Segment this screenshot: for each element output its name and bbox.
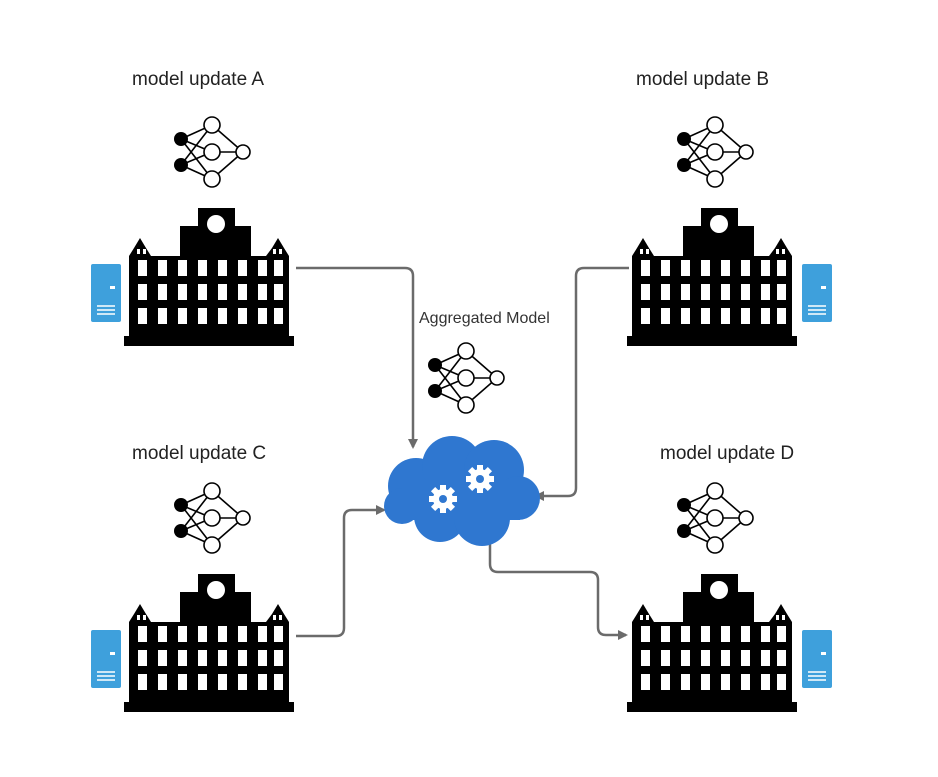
server-icon-d xyxy=(801,629,833,689)
label-aggregated-model: Aggregated Model xyxy=(419,310,550,327)
server-icon-b xyxy=(801,263,833,323)
server-icon-a xyxy=(90,263,122,323)
arrow-b-to-cloud xyxy=(534,266,629,501)
gear-icon-left xyxy=(429,485,457,513)
arrow-cloud-to-d xyxy=(488,540,628,640)
label-model-update-a: model update A xyxy=(132,69,265,90)
arrow-a-to-cloud xyxy=(296,266,418,449)
cloud-gears-icon xyxy=(384,436,540,546)
building-icon-b xyxy=(627,208,797,346)
label-model-update-d: model update D xyxy=(660,443,795,464)
server-icon-c xyxy=(90,629,122,689)
neural-network-icon-a xyxy=(173,116,251,188)
neural-network-icon-d xyxy=(676,482,754,554)
neural-network-icon-c xyxy=(173,482,251,554)
building-icon-a xyxy=(124,208,294,346)
arrow-c-to-cloud xyxy=(296,505,386,638)
label-model-update-c: model update C xyxy=(132,443,267,464)
neural-network-icon-b xyxy=(676,116,754,188)
building-icon-d xyxy=(627,574,797,712)
gear-icon-right xyxy=(466,465,494,493)
neural-network-icon-aggregated xyxy=(427,342,505,414)
label-model-update-b: model update B xyxy=(636,69,770,90)
building-icon-c xyxy=(124,574,294,712)
